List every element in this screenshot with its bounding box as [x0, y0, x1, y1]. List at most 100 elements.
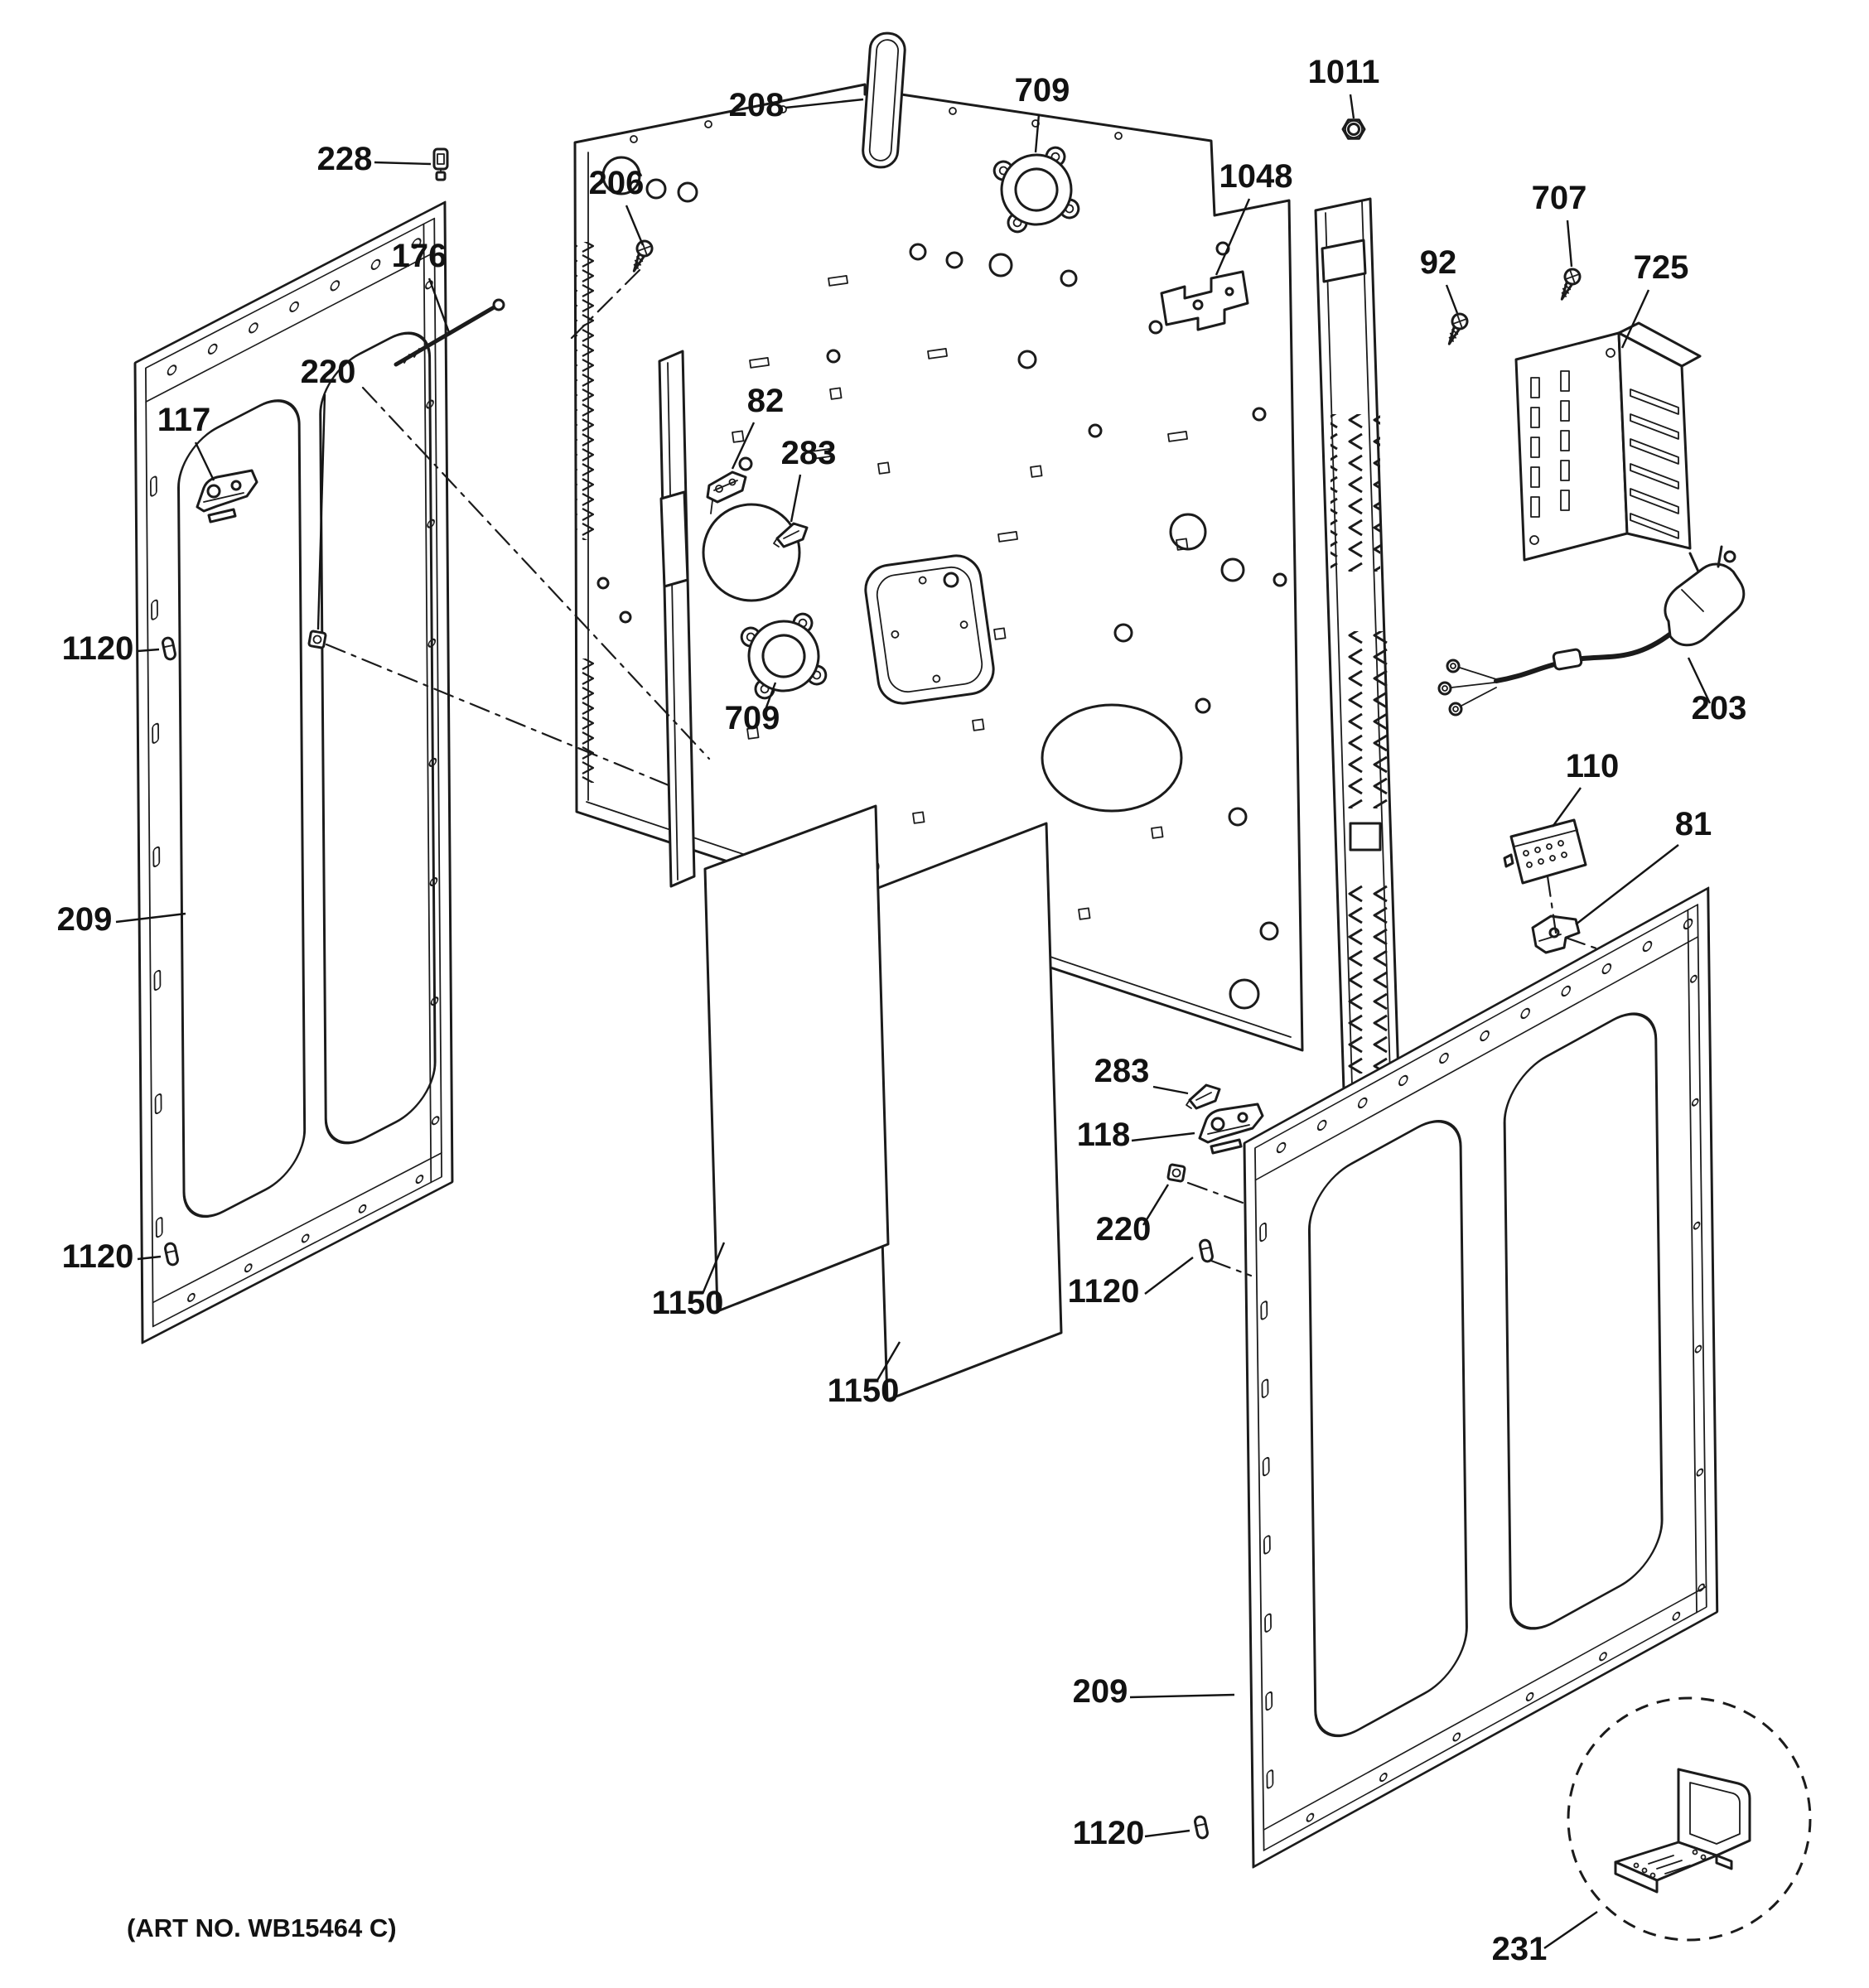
callout-leader-283 — [790, 474, 802, 523]
door-emboss — [1307, 1120, 1468, 1738]
callout-label-81: 81 — [1675, 806, 1712, 842]
callout-label-1150: 1150 — [828, 1373, 900, 1409]
callout-label-203: 203 — [1692, 690, 1747, 726]
callout-leader-1120 — [137, 1255, 162, 1261]
callout-leader-1150 — [875, 1341, 901, 1382]
panel-edge-zigzag-lower — [576, 659, 596, 783]
nut-220-upper — [307, 630, 327, 649]
callout-leader-118 — [1131, 1132, 1195, 1142]
door-emboss — [319, 331, 437, 1145]
callout-leader-117 — [194, 442, 215, 481]
callout-label-82: 82 — [747, 383, 785, 419]
callout-leader-707 — [1566, 220, 1573, 268]
callout-label-206: 206 — [589, 165, 645, 201]
callout-label-707: 707 — [1532, 180, 1587, 216]
panel-edge-zigzag-upper — [575, 242, 595, 540]
callout-leader-208 — [785, 98, 864, 109]
callout-label-283: 283 — [781, 435, 837, 471]
art-number: (ART NO. WB15464 C) — [127, 1913, 397, 1942]
callout-label-220: 220 — [1096, 1211, 1152, 1247]
callout-leader-1120 — [1144, 1257, 1194, 1295]
clip-283-lower — [1186, 1083, 1221, 1110]
door-emboss — [177, 399, 307, 1218]
access-cover-plate — [864, 554, 995, 705]
connector-110 — [1503, 818, 1587, 885]
callout-label-709: 709 — [1015, 72, 1070, 109]
callout-label-92: 92 — [1420, 244, 1457, 281]
insulation-sheet-1150-rear — [870, 822, 1063, 1402]
callout-leader-209 — [1129, 1693, 1235, 1699]
callout-label-110: 110 — [1566, 748, 1620, 784]
callout-leader-1120 — [137, 648, 160, 653]
clip-228 — [432, 147, 449, 181]
hinge-118 — [1198, 1103, 1264, 1155]
callout-label-228: 228 — [317, 141, 373, 177]
door-emboss — [1503, 1012, 1664, 1630]
callout-label-220: 220 — [301, 354, 356, 390]
pin-1120-right-upper — [1197, 1238, 1215, 1264]
vent-box-725 — [1514, 321, 1702, 562]
vent-flange-column — [1314, 197, 1400, 1092]
callout-leader-203 — [1687, 657, 1712, 704]
callout-leader-228 — [374, 161, 432, 166]
callout-label-208: 208 — [729, 87, 785, 123]
detail-circle — [1567, 1696, 1812, 1942]
front-flange-strip — [658, 350, 696, 888]
callout-leader-110 — [1552, 787, 1582, 828]
alignment-lines — [325, 268, 1601, 1277]
callout-leader-209 — [115, 912, 186, 924]
callout-leader-176 — [427, 277, 452, 335]
callout-label-176: 176 — [392, 238, 447, 274]
callout-leader-220 — [1142, 1184, 1170, 1226]
callout-label-1011: 1011 — [1308, 54, 1380, 90]
callout-leader-81 — [1575, 844, 1679, 925]
callout-label-117: 117 — [157, 402, 211, 438]
bracket-82 — [706, 470, 747, 514]
insulation-sheet-1150-front — [703, 804, 890, 1313]
callout-leader-231 — [1543, 1911, 1598, 1949]
callout-leader-82 — [731, 422, 756, 470]
bracket-1048 — [1160, 270, 1249, 331]
callout-label-725: 725 — [1634, 249, 1689, 286]
callout-label-1150: 1150 — [652, 1285, 724, 1321]
vent-chevrons-1 — [1331, 414, 1380, 572]
top-trim-208 — [862, 31, 906, 169]
callout-leader-725 — [1620, 289, 1650, 349]
callout-leader-283 — [1152, 1085, 1189, 1095]
callout-label-209: 209 — [57, 901, 113, 938]
callout-label-709: 709 — [725, 700, 780, 736]
callout-leader-206 — [625, 205, 645, 246]
callout-leader-220 — [316, 393, 326, 630]
screw-92 — [1441, 310, 1471, 349]
left-side-panel — [133, 200, 454, 1344]
callout-label-118: 118 — [1077, 1117, 1131, 1153]
callout-label-209: 209 — [1073, 1673, 1128, 1710]
callout-leader-1120 — [1144, 1829, 1190, 1838]
callout-leader-709 — [762, 682, 777, 715]
power-cord-203 — [1437, 545, 1746, 717]
callout-label-283: 283 — [1094, 1053, 1150, 1089]
rod-176 — [394, 298, 505, 367]
screw-707 — [1553, 265, 1584, 304]
callout-label-1048: 1048 — [1219, 158, 1293, 195]
bracket-81 — [1531, 914, 1581, 954]
callout-leader-92 — [1445, 284, 1459, 314]
clip-283-upper — [773, 522, 809, 548]
callout-layer: 228 206 176 208 709 1011 1048 92 707 725 117 220 82 2… — [57, 54, 1747, 1967]
callout-leader-709 — [1034, 113, 1041, 153]
plug-ground-pin — [1723, 550, 1736, 563]
right-side-panel — [1243, 886, 1719, 1869]
callout-leader-1150 — [701, 1242, 726, 1295]
callout-leader-1011 — [1349, 94, 1355, 119]
callout-label-1120: 1120 — [1073, 1815, 1145, 1851]
vent-chevrons-2 — [1339, 631, 1388, 808]
plug-prongs — [1688, 545, 1723, 573]
nut-220-lower — [1166, 1163, 1186, 1183]
callout-label-1120: 1120 — [62, 630, 134, 667]
pin-1120-right-lower — [1192, 1814, 1210, 1841]
nut-1011 — [1341, 118, 1366, 140]
rear-panel — [573, 83, 1400, 1092]
vent-chevrons-3 — [1347, 883, 1397, 1074]
